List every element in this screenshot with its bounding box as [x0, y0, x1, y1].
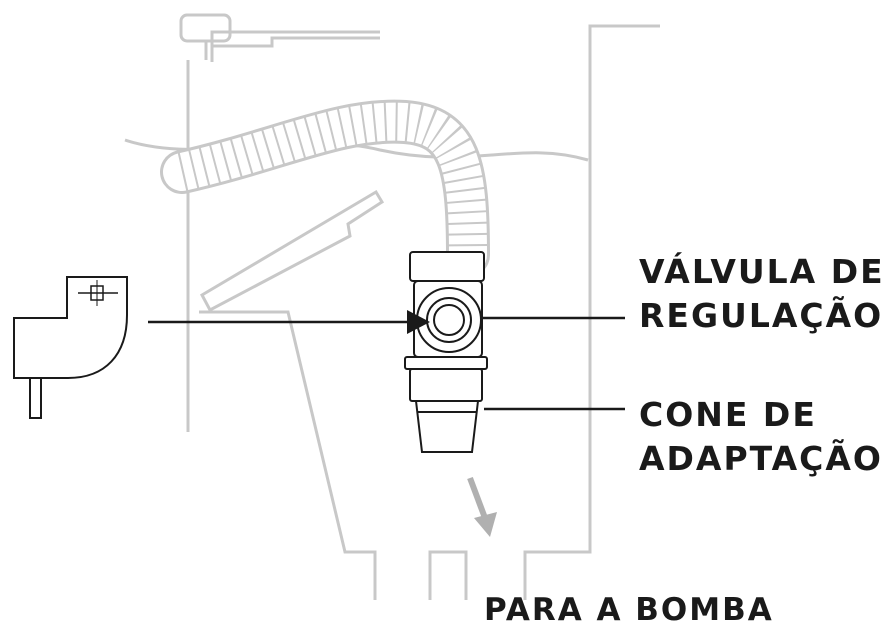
- skimmer-flap: [200, 189, 385, 313]
- skimmer-top-frame: [210, 30, 380, 62]
- cone-label: CONE DE ADAPTAÇÃO: [639, 393, 881, 481]
- valve-label: VÁLVULA DE REGULAÇÃO: [639, 250, 881, 338]
- outlet-pipe: [428, 550, 468, 600]
- pump-label: PARA A BOMBA: [484, 592, 774, 628]
- corrugated-hose: [160, 99, 490, 277]
- flow-arrow: [467, 476, 497, 537]
- valve-lower-sleeve: [409, 368, 483, 402]
- cone-label-line1: CONE DE: [639, 395, 817, 434]
- valve-bottom-collar: [404, 356, 488, 370]
- valve-label-line1: VÁLVULA DE: [639, 252, 881, 291]
- skimmer-inset: [13, 276, 128, 419]
- cone-label-line2: ADAPTAÇÃO: [639, 439, 881, 478]
- right-wall: [523, 24, 660, 600]
- valve-label-line2: REGULAÇÃO: [639, 296, 881, 335]
- valve-knob-inner: [433, 304, 465, 336]
- adaptation-cone: [414, 400, 480, 453]
- skimmer-cap: [179, 13, 232, 43]
- skimmer-top-step: [212, 36, 380, 48]
- pointer-arrow: [148, 310, 430, 334]
- regulation-valve: [404, 251, 488, 402]
- valve-top-collar: [409, 251, 485, 282]
- funnel-left: [199, 310, 377, 600]
